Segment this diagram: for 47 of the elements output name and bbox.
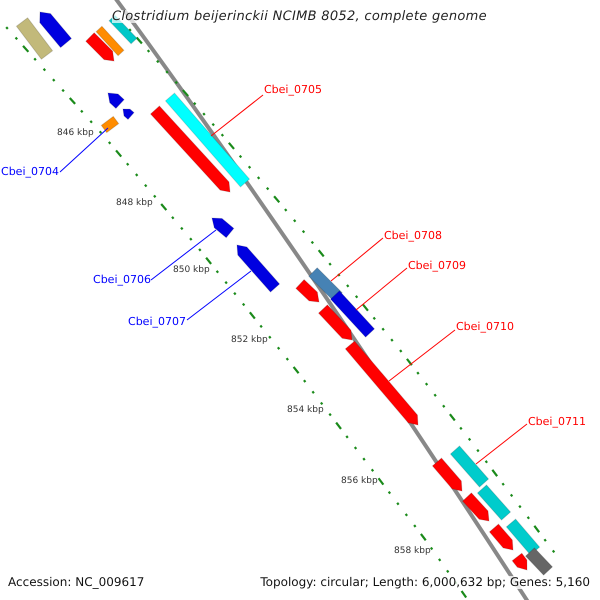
gene-block (295, 278, 320, 303)
gene-label: Cbei_0707 (128, 315, 186, 328)
gene-label: Cbei_0710 (456, 320, 514, 333)
gene-block (512, 552, 528, 571)
scale-label: 848 kbp (116, 198, 153, 209)
leader-line (186, 270, 252, 320)
gene-block (164, 92, 250, 188)
accession-text: Accession: NC_009617 (8, 576, 144, 589)
gene-block (462, 492, 490, 522)
gene-block (122, 108, 135, 120)
leader-line (330, 238, 384, 282)
gene-block (39, 11, 72, 48)
gene-block (150, 105, 231, 193)
scale-label: 852 kbp (231, 335, 268, 346)
gene-block (95, 26, 125, 56)
leader-line (476, 424, 528, 464)
gene-block (211, 217, 234, 238)
gene-block (488, 523, 514, 551)
gene-label: Cbei_0711 (528, 415, 586, 428)
scale-label: 858 kbp (394, 546, 431, 557)
title: Clostridium beijerinckii NCIMB 8052, complete genome (112, 10, 487, 23)
gene-block (16, 17, 54, 60)
genome-info-text: Topology: circular; Length: 6,000,632 bp; Genes: 5,160 (260, 576, 590, 589)
scale-label: 856 kbp (341, 476, 378, 487)
gene-block (85, 32, 115, 62)
gene-block (344, 340, 419, 426)
gene-block (100, 116, 120, 134)
scale-label: 854 kbp (287, 405, 324, 416)
scale-label: 846 kbp (57, 128, 94, 139)
gene-block (318, 304, 353, 341)
gene-label: Cbei_0706 (93, 273, 151, 286)
gene-label: Cbei_0704 (1, 165, 59, 178)
leader-line (356, 268, 408, 310)
gene-label: Cbei_0709 (408, 259, 466, 272)
gene-label: Cbei_0708 (384, 229, 442, 242)
gene-label: Cbei_0705 (264, 83, 322, 96)
gene-block (236, 244, 280, 293)
gene-block (432, 457, 463, 492)
leader-line (388, 330, 456, 382)
gene-block (476, 484, 512, 521)
gene-block (330, 290, 376, 338)
leader-line (210, 94, 264, 136)
gene-block (506, 518, 540, 556)
scale-label: 850 kbp (173, 265, 210, 276)
gene-block (107, 92, 125, 110)
leader-line (150, 230, 216, 280)
gene-block (450, 445, 490, 488)
